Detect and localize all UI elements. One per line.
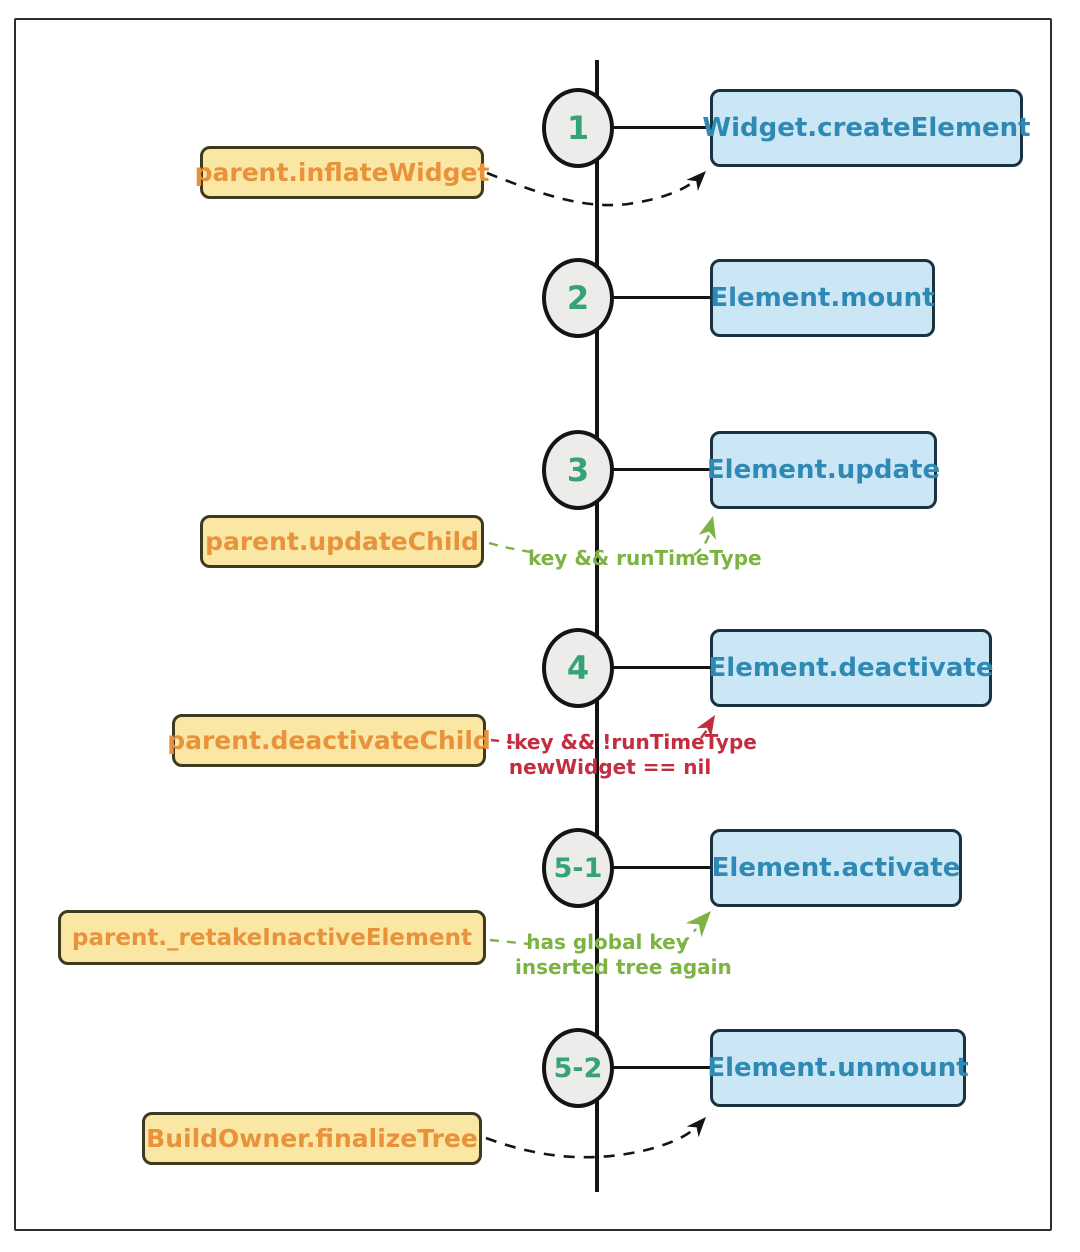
method-box-mount: Element.mount <box>710 259 935 337</box>
method-label: Element.update <box>706 455 941 485</box>
step-number: 3 <box>566 451 590 489</box>
method-label: Element.unmount <box>707 1053 969 1083</box>
method-label: Widget.createElement <box>702 113 1031 143</box>
caller-label: BuildOwner.finalizeTree <box>146 1124 478 1153</box>
annotation-text: key && runTimeType <box>528 546 762 570</box>
method-label: Element.deactivate <box>708 653 994 683</box>
step-circle-3: 3 <box>542 430 614 510</box>
caller-box-update-child: parent.updateChild <box>200 515 484 568</box>
connector-line-3 <box>612 468 710 471</box>
annotation-text: has global key <box>526 930 689 954</box>
method-box-create-element: Widget.createElement <box>702 89 1031 167</box>
step-number: 2 <box>566 279 590 317</box>
method-box-unmount: Element.unmount <box>707 1029 969 1107</box>
caller-box-deactivate-child: parent.deactivateChild <box>167 714 491 767</box>
annotation-text: inserted tree again <box>515 955 732 979</box>
step-number: 4 <box>566 649 590 687</box>
step-number: 5-2 <box>553 1052 603 1084</box>
caller-box-finalize-tree: BuildOwner.finalizeTree <box>142 1112 482 1165</box>
caller-label: parent.inflateWidget <box>194 158 490 187</box>
caller-label: parent.deactivateChild <box>167 726 491 755</box>
method-box-activate: Element.activate <box>710 829 962 907</box>
step-circle-5-2: 5-2 <box>542 1028 614 1108</box>
connector-line-6 <box>612 1066 710 1069</box>
annotation-text: !key && !runTimeType <box>505 730 757 754</box>
caller-label: parent._retakeInactiveElement <box>72 924 472 951</box>
caller-box-retake-inactive-element: parent._retakeInactiveElement <box>58 910 486 965</box>
connector-line-5 <box>612 866 710 869</box>
timeline-line <box>595 60 599 1192</box>
method-box-update: Element.update <box>706 431 941 509</box>
step-circle-1: 1 <box>542 88 614 168</box>
connector-line-1 <box>612 126 710 129</box>
connector-line-2 <box>612 296 710 299</box>
step-number: 5-1 <box>553 852 603 884</box>
step-circle-4: 4 <box>542 628 614 708</box>
annotation-activate-condition: has global key inserted tree again <box>515 930 732 980</box>
method-label: Element.mount <box>710 283 935 313</box>
annotation-update-condition: key && runTimeType <box>528 546 762 571</box>
annotation-deactivate-condition: !key && !runTimeType newWidget == nil <box>505 730 757 780</box>
outer-border <box>14 18 1052 1231</box>
annotation-text: newWidget == nil <box>508 755 712 779</box>
method-label: Element.activate <box>711 853 961 883</box>
caller-label: parent.updateChild <box>205 527 479 556</box>
method-box-deactivate: Element.deactivate <box>708 629 994 707</box>
step-circle-2: 2 <box>542 258 614 338</box>
caller-box-inflate-widget: parent.inflateWidget <box>195 146 489 199</box>
step-circle-5-1: 5-1 <box>542 828 614 908</box>
connector-line-4 <box>612 666 710 669</box>
step-number: 1 <box>566 109 590 147</box>
